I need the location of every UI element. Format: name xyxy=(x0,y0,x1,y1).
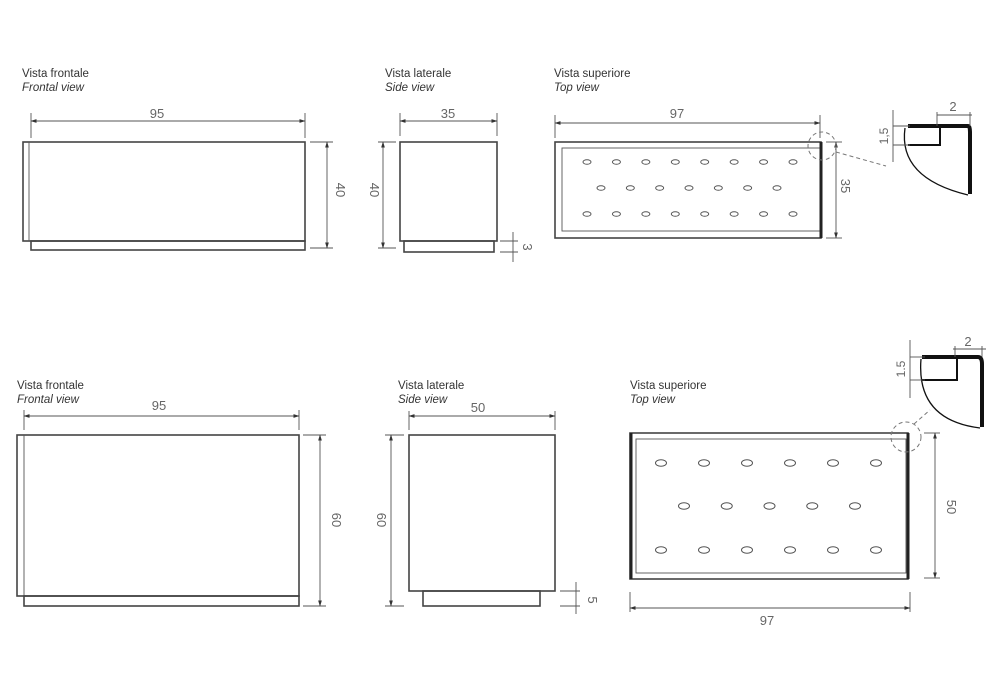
dimension-width: 95 xyxy=(150,106,164,121)
dimension-thickness: 1,5 xyxy=(877,127,891,144)
view-subtitle: Top view xyxy=(554,82,600,94)
drain-hole xyxy=(784,459,796,467)
dimension-depth: 35 xyxy=(838,179,853,193)
drain-hole xyxy=(784,546,796,554)
bottom-side-view: Vista laterale Side view 50 60 5 xyxy=(374,380,600,614)
drain-hole xyxy=(582,159,592,165)
drain-hole xyxy=(849,502,861,510)
view-subtitle: Side view xyxy=(398,394,448,406)
view-title: Vista superiore xyxy=(630,380,707,392)
drain-hole xyxy=(655,185,665,191)
view-title: Vista superiore xyxy=(554,68,631,80)
drain-hole xyxy=(729,211,739,217)
drain-hole xyxy=(641,211,651,217)
drain-hole xyxy=(743,185,753,191)
top-frontal-view: Vista frontale Frontal view 95 40 xyxy=(22,68,348,251)
dimension-height: 40 xyxy=(367,183,382,197)
dimension-height: 60 xyxy=(329,513,344,527)
detail-callout-circle xyxy=(807,131,837,161)
drain-hole xyxy=(655,459,667,467)
dimension-thickness: 1.5 xyxy=(894,360,908,377)
drain-hole xyxy=(759,211,769,217)
dimension-width: 97 xyxy=(670,106,684,121)
drain-hole xyxy=(698,546,710,554)
drain-hole xyxy=(759,159,769,165)
drain-hole xyxy=(870,459,882,467)
drain-hole xyxy=(763,502,776,510)
drain-hole xyxy=(611,211,621,217)
dimension-base: 5 xyxy=(585,596,600,603)
drain-hole xyxy=(611,159,621,165)
drain-hole xyxy=(670,211,680,217)
drain-hole xyxy=(655,546,667,554)
drain-hole xyxy=(582,211,592,217)
dimension-width: 95 xyxy=(152,398,166,413)
drain-hole xyxy=(741,459,753,467)
drain-hole xyxy=(827,546,839,554)
drain-hole xyxy=(670,159,680,165)
drain-hole xyxy=(741,546,753,554)
dimension-depth: 50 xyxy=(944,500,959,514)
detail-callout-circle xyxy=(890,421,922,453)
drain-hole xyxy=(698,459,710,467)
bottom-frontal-view: Vista frontale Frontal view 95 60 xyxy=(16,380,344,607)
drain-hole xyxy=(700,159,710,165)
dimension-width: 35 xyxy=(441,106,455,121)
bottom-top-view: Vista superiore Top view 97 50 xyxy=(629,380,959,628)
drain-hole xyxy=(788,211,798,217)
view-subtitle: Frontal view xyxy=(22,82,85,94)
drain-hole xyxy=(641,159,651,165)
top-edge-detail: 1,5 2 xyxy=(877,99,972,196)
view-title: Vista frontale xyxy=(22,68,89,80)
dimension-width: 97 xyxy=(760,613,774,628)
drain-hole xyxy=(788,159,798,165)
dimension-height: 40 xyxy=(333,183,348,197)
drain-hole xyxy=(596,185,606,191)
drain-hole xyxy=(625,185,635,191)
drain-hole xyxy=(684,185,694,191)
view-subtitle: Frontal view xyxy=(17,394,80,406)
drain-hole xyxy=(720,502,733,510)
dimension-lip: 2 xyxy=(964,334,971,349)
drain-hole xyxy=(729,159,739,165)
view-title: Vista frontale xyxy=(17,380,84,392)
dimension-height: 60 xyxy=(374,513,389,527)
drain-hole xyxy=(700,211,710,217)
view-subtitle: Side view xyxy=(385,82,435,94)
drain-hole xyxy=(678,502,690,510)
drain-hole xyxy=(713,185,723,191)
dimension-lip: 2 xyxy=(949,99,956,114)
drain-hole xyxy=(870,546,882,554)
drain-hole xyxy=(827,459,839,467)
dimension-base: 3 xyxy=(520,243,535,250)
top-top-view: Vista superiore Top view 97 35 xyxy=(554,68,887,239)
top-side-view: Vista laterale Side view 35 40 3 xyxy=(367,68,535,262)
dimension-width: 50 xyxy=(471,400,485,415)
bottom-edge-detail: 1.5 2 xyxy=(894,334,986,429)
drain-hole xyxy=(772,185,782,191)
view-title: Vista laterale xyxy=(385,68,451,80)
drain-hole xyxy=(806,502,819,510)
view-title: Vista laterale xyxy=(398,380,464,392)
view-subtitle: Top view xyxy=(630,394,676,406)
